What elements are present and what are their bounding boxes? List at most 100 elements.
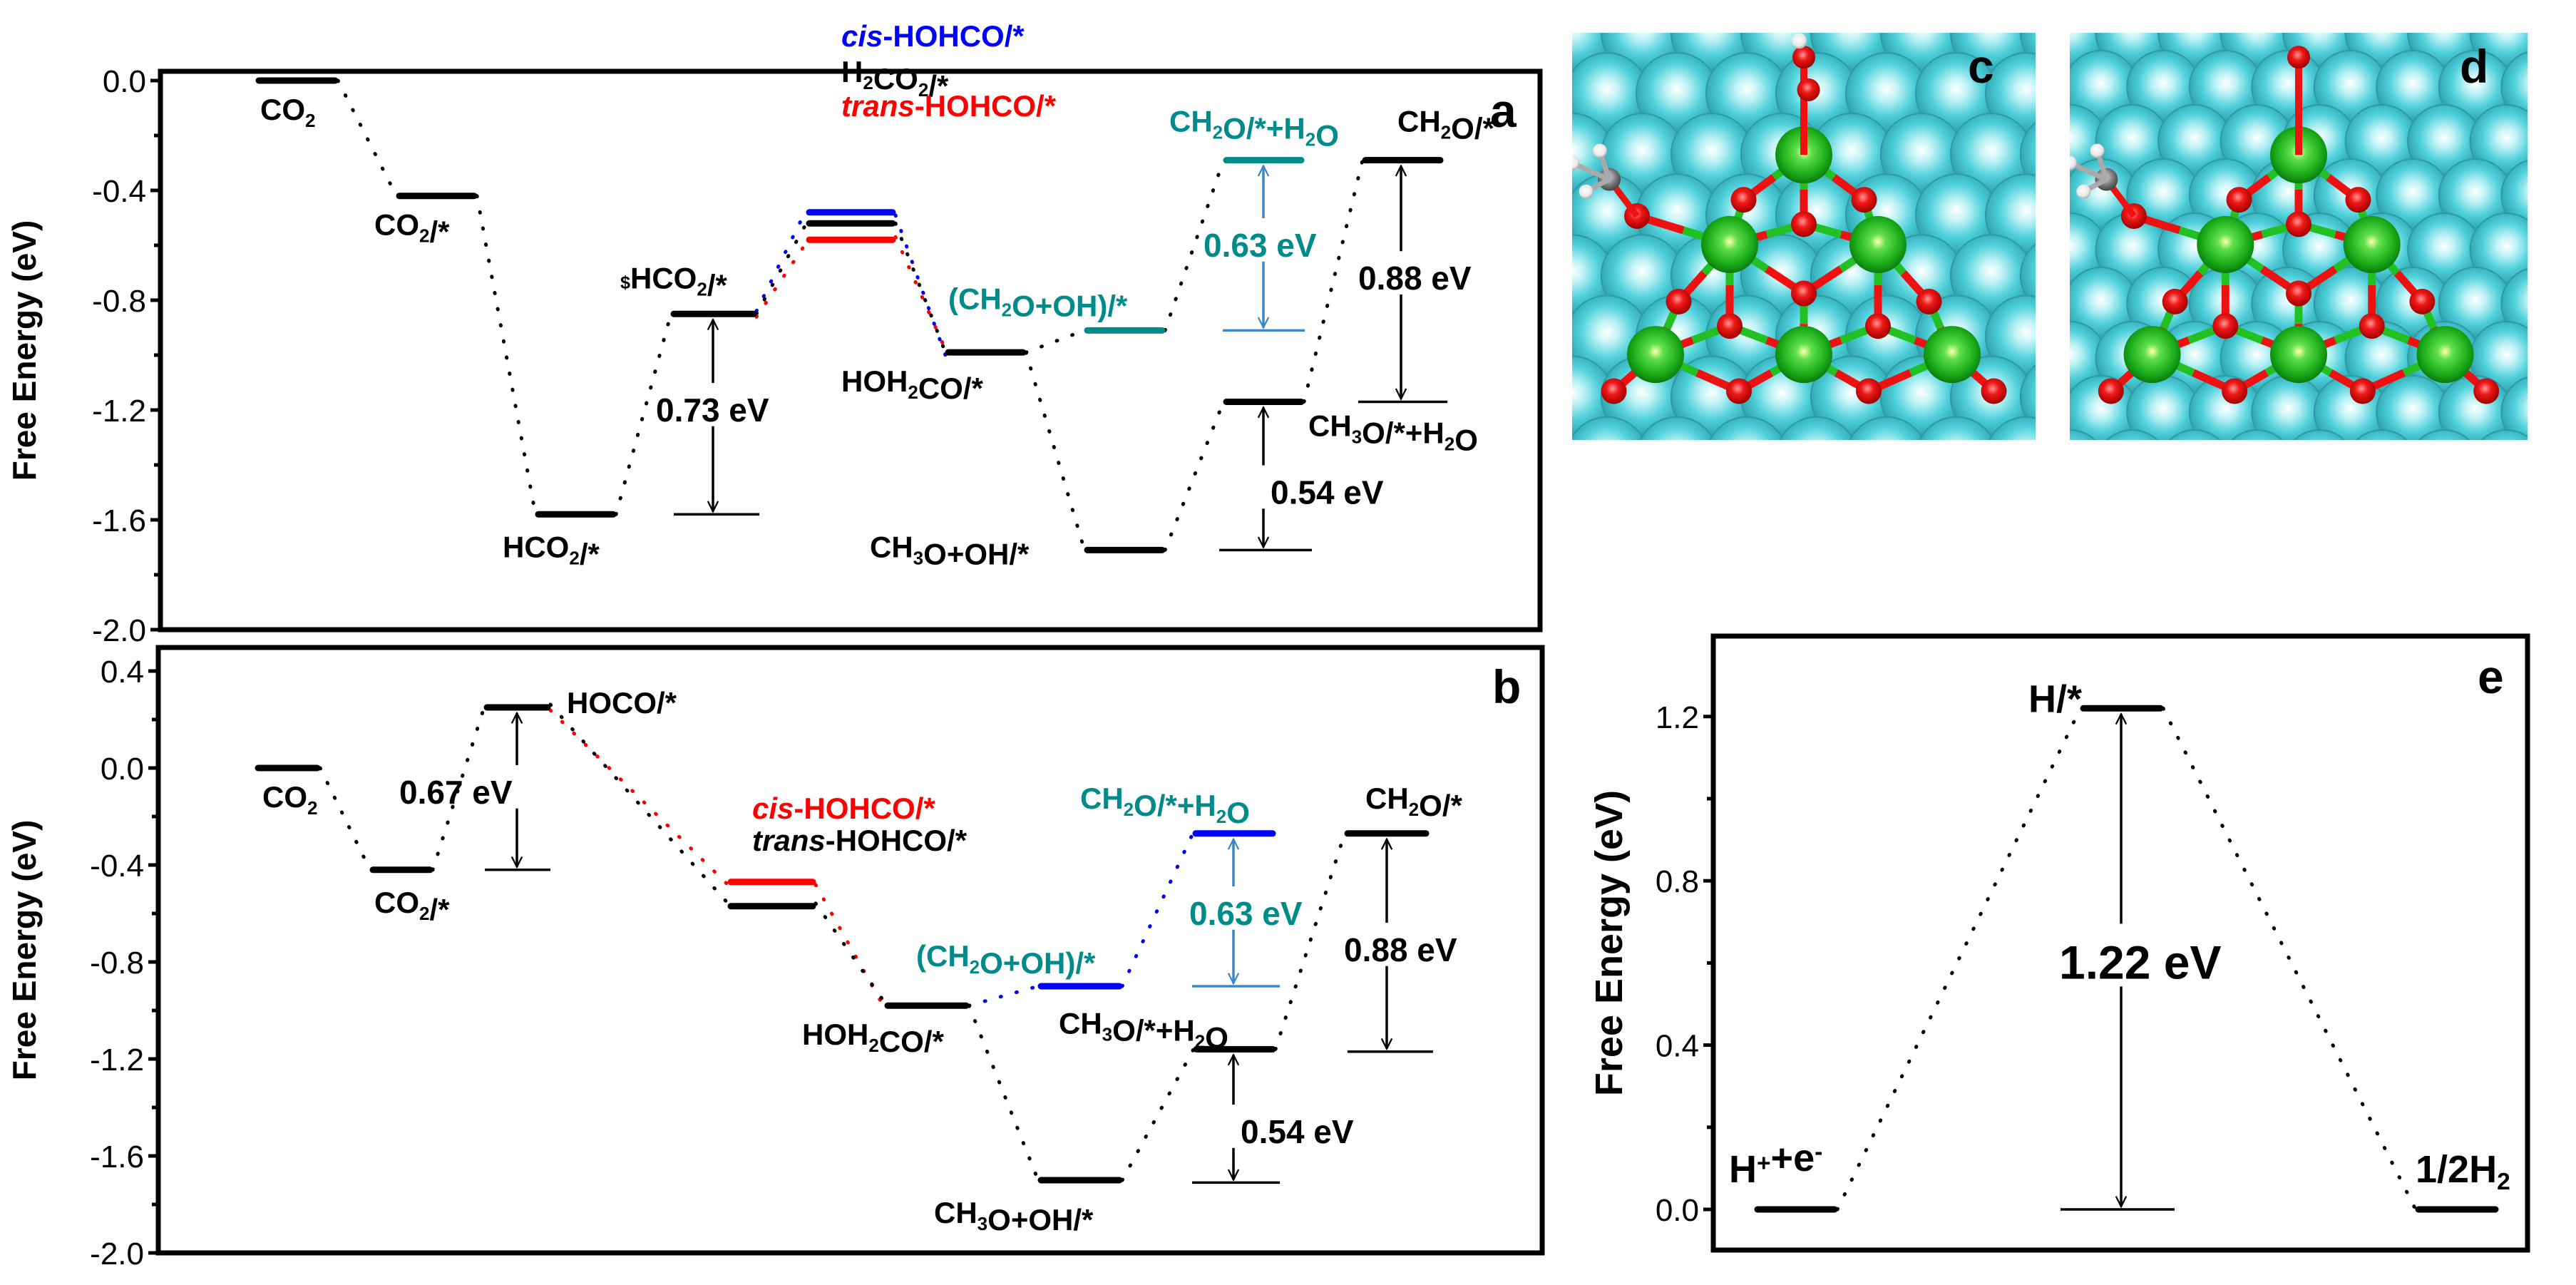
barrier-annotation: 0.63 eV: [1189, 839, 1303, 983]
surface-atom: [2252, 0, 2324, 15]
energy-level-label: H/*: [2028, 677, 2082, 720]
connector-dotted-line: [1273, 831, 1347, 1051]
energy-level-label: CH2O/*: [1397, 105, 1494, 145]
metal-atom: [1849, 215, 1907, 273]
connectors: [336, 78, 1365, 552]
y-axis: 1.20.80.40.0: [1656, 700, 1713, 1228]
barrier-annotation: 0.67 eV: [399, 713, 517, 867]
energy-level-label: CH3O+OH/*: [934, 1196, 1094, 1237]
oxygen-atom: [1981, 378, 2007, 404]
y-tick-label: 0.4: [1656, 1029, 1699, 1064]
oxygen-atom: [1717, 313, 1743, 339]
y-tick-label: 0.8: [1656, 864, 1699, 899]
connector-dotted-line: [1024, 350, 1087, 552]
y-tick-label: -0.4: [92, 174, 146, 209]
energy-levels: H++e-H/*1/2H2: [1729, 677, 2510, 1213]
surface-atom: [2501, 0, 2574, 15]
surface-atom: [1572, 435, 1575, 440]
surface-atom: [2065, 0, 2138, 15]
plot-frame: [1710, 633, 2530, 1253]
y-tick-label: -2.0: [92, 613, 146, 648]
y-tick-label: -0.8: [90, 946, 144, 981]
barrier-annotation: 0.73 eV: [656, 319, 769, 511]
oxygen-atom: [1730, 187, 1757, 213]
energy-level-label: CO2: [262, 780, 317, 819]
oxygen-atom: [1916, 288, 1942, 314]
surface-atom: [2190, 0, 2262, 15]
connector-dotted-line: [1302, 158, 1365, 404]
y-axis-title: Free Energy (eV): [6, 820, 43, 1081]
barrier-annotation: 0.54 eV: [1263, 407, 1384, 547]
energy-level-label: CH2O/*+H2O: [1169, 105, 1339, 153]
panel-label: a: [1490, 84, 1517, 137]
barrier-label: 0.88 eV: [1344, 931, 1457, 968]
energy-level-label: $HCO2/*: [620, 261, 728, 302]
connector-dotted-line: [475, 194, 538, 516]
structure-panel-d: d: [2065, 0, 2574, 440]
energy-levels: CO2CO2/*HOCO/*HOH2CO/*(CH2O+OH)/*CH3O+OH…: [255, 686, 1462, 1237]
surface-atom: [2293, 429, 2346, 440]
connector-dotted-line: [1163, 399, 1226, 552]
barrier-label: 0.67 eV: [399, 774, 513, 811]
energy-level-label: CH3O/*+H2O: [1308, 409, 1478, 456]
connector-dotted-line: [548, 702, 730, 906]
energy-level-label: (CH2O+OH)/*: [916, 939, 1096, 980]
panel-label: c: [1968, 40, 1994, 93]
surface-atom: [1779, 416, 1854, 440]
surface-atom: [1846, 0, 1927, 13]
oxygen-atom: [1791, 280, 1817, 307]
oxygen-atom: [1856, 378, 1882, 404]
oxygen-atom: [2226, 187, 2252, 213]
metal-atom: [2123, 326, 2181, 384]
panel-label: e: [2478, 650, 2504, 703]
y-axis: 0.0-0.4-0.8-1.2-1.6-2.0: [92, 64, 160, 648]
connector-dotted-line: [754, 221, 809, 316]
surface-atom: [2439, 0, 2512, 15]
oxygen-atom: [1726, 378, 1752, 404]
oxygen-atom: [2212, 313, 2239, 339]
barrier-label: 0.54 eV: [1241, 1113, 1354, 1150]
oxygen-atom: [2409, 288, 2436, 314]
energy-level-label: CO2/*: [374, 208, 450, 249]
energy-level-label: CH2O/*+H2O: [1080, 782, 1250, 829]
connector-dotted-line: [1120, 1047, 1196, 1182]
y-tick-label: 0.4: [101, 655, 144, 690]
connector-dotted-line: [967, 984, 1040, 1008]
barrier-annotation: 1.22 eV: [2059, 714, 2222, 1207]
structure-image: [1572, 0, 2036, 440]
metal-atom: [1627, 326, 1684, 384]
y-tick-label: -2.0: [90, 1237, 144, 1271]
legend-entry: cis-HOHCO/*: [752, 792, 935, 825]
connector-dotted-line: [754, 208, 809, 313]
metal-atom: [2197, 215, 2254, 273]
oxygen-atom: [1851, 187, 1877, 213]
oxygen-atom: [2286, 280, 2311, 307]
hydrogen-atom: [1791, 33, 1807, 49]
connectors: [318, 702, 1347, 1182]
connector-dotted-line: [2161, 706, 2418, 1212]
barrier-label: 0.63 eV: [1189, 895, 1303, 932]
energy-level-label: HOCO/*: [567, 686, 677, 720]
surface-atom: [1989, 416, 2036, 440]
connector-dotted-line: [1120, 831, 1195, 988]
surface-atom: [1709, 416, 1785, 440]
energy-level-label: 1/2H2: [2416, 1148, 2510, 1195]
panel-label: b: [1492, 660, 1521, 713]
oxygen-atom: [2473, 378, 2500, 404]
energy-level-label: CO2/*: [374, 886, 450, 926]
surface-atom: [1849, 416, 1924, 440]
surface-atom: [1919, 416, 1994, 440]
surface-atom: [1916, 0, 1997, 13]
oxygen-atom: [1791, 211, 1817, 237]
legend-entry: trans-HOHCO/*: [752, 824, 968, 857]
hydrogen-atom: [1572, 155, 1579, 170]
barrier-annotation: 0.54 eV: [1233, 1055, 1354, 1179]
surface-atom: [2480, 429, 2528, 440]
oxygen-atom: [2349, 378, 2376, 404]
barrier-label: 1.22 eV: [2059, 936, 2222, 988]
surface-atom: [1572, 193, 1579, 237]
connector-dotted-line: [814, 901, 887, 1005]
y-tick-label: -1.6: [90, 1140, 144, 1174]
